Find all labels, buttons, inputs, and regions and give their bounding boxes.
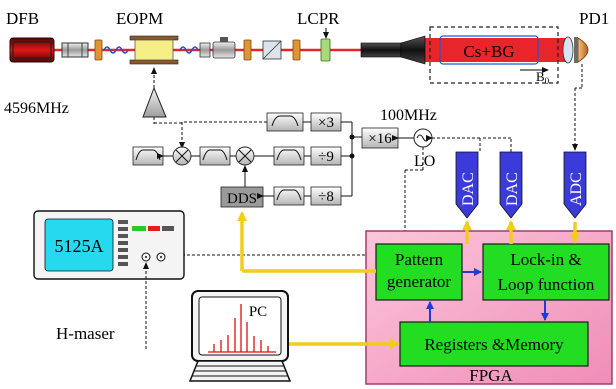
freq-100-label: 100MHz [380,107,437,124]
fpga-board: FPGA Pattern generator Lock-in & Loop fu… [365,230,613,385]
spectrum-plot [208,304,276,353]
registers-memory [399,321,589,367]
freq-4596-label: 4596MHz [4,100,69,117]
isolator-2 [212,41,236,59]
lo-label: LO [414,153,435,170]
pattern-generator-line1: Pattern [395,250,444,269]
isolator [61,42,89,58]
lockin-line2: Loop function [498,275,595,294]
pattern-generator-line2: generator [387,272,452,291]
fiber-2 [179,46,199,54]
pattern-generator [375,243,463,301]
laser-beam-expanded [420,38,570,62]
counter-label: 5125A [55,236,104,256]
pc-label: PC [249,304,267,320]
eopm-crystal [134,39,174,61]
dfb-label: DFB [6,9,39,28]
counter-input-a [141,252,151,262]
yellow-buses [237,211,580,349]
counter-5125a: 5125A [33,210,185,280]
dac-2: DAC [499,151,523,219]
dac-1: DAC [455,151,479,219]
b0-label: B0 [536,69,550,86]
optical-path: Cs+BG B0 [9,26,589,86]
beam-expander [360,42,402,58]
focus-lens [562,36,574,64]
pd1-label: PD1 [579,9,609,28]
waveplate-1 [94,39,103,61]
collimator [199,42,211,58]
dac-1-label: DAC [460,172,477,206]
div8-label: ÷8 [318,189,334,205]
counter-screen [44,218,114,272]
pc-computer: PC [188,290,292,382]
lcpr-label: LCPR [297,9,340,28]
dac-2-label: DAC [504,172,521,206]
fpga-label: FPGA [469,366,513,385]
vapor-cell [439,35,539,65]
converters: DAC DAC ADC [455,64,587,219]
fiber-1 [103,46,129,54]
lcpr-element [320,38,331,62]
dds-label: DDS [227,191,257,207]
lockin-loop [482,243,610,301]
lockin-line1: Lock-in & [510,250,581,269]
photodiode-pd1 [577,37,589,63]
eopm-label: EOPM [116,9,163,28]
rf-amplifier [142,86,167,118]
registers-label: Registers &Memory [424,335,564,354]
dfb-laser [9,37,55,63]
adc: ADC [563,151,587,219]
hmaser-label: H-maser [56,324,115,343]
waveplate-2 [243,39,252,61]
rf-chain: 4596MHz ×3 ÷9 [4,67,481,258]
magnetic-shield [429,26,559,84]
x16-label: ×16 [368,131,392,147]
div9-label: ÷9 [318,149,334,165]
counter-input-b [156,252,166,262]
adc-label: ADC [568,172,585,206]
cell-label: Cs+BG [463,42,514,61]
x3-label: ×3 [318,115,334,131]
waveplate-3 [292,39,301,61]
